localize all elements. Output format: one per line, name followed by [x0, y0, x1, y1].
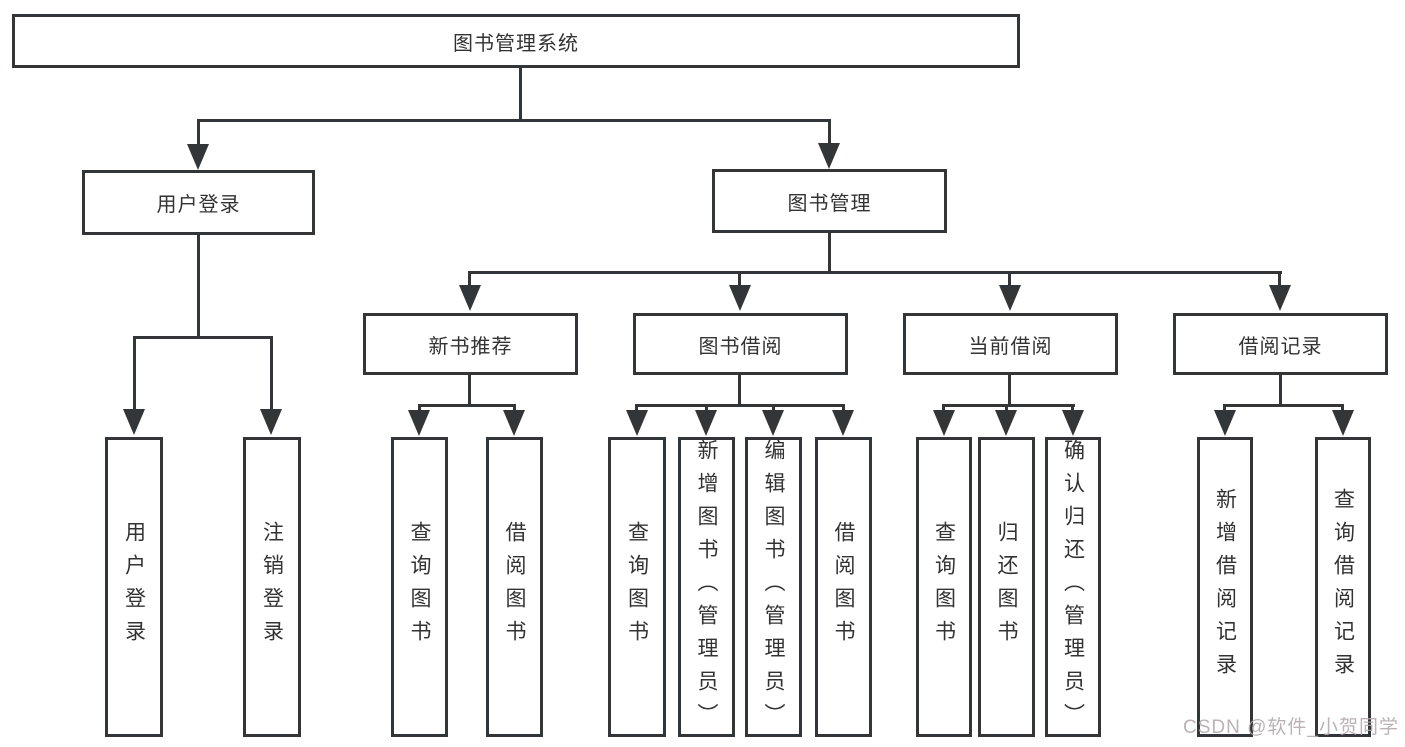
leaf-bb-edit-books-admin: 编辑图书（管理员） — [745, 437, 802, 737]
watermark: CSDN @软件_小贺同学 — [1183, 717, 1399, 738]
leaf-cb-return-books: 归还图书 — [978, 437, 1035, 737]
connector-stem — [270, 336, 273, 410]
leaf-cb-return-books-label: 归还图书 — [995, 521, 1018, 653]
connector-stem — [468, 271, 471, 287]
leaf-nb-borrow-books-label: 借阅图书 — [503, 521, 526, 653]
connector-group-trunk — [1279, 375, 1282, 406]
leaf-cb-query-books-label: 查询图书 — [932, 521, 956, 653]
leaf-br-add-borrow-record: 新增借阅记录 — [1197, 437, 1253, 737]
leaf-cb-query-books: 查询图书 — [916, 437, 972, 737]
arrow-down-icon — [999, 285, 1021, 311]
connector-stem — [1223, 404, 1226, 412]
leaf-logout-login-label: 注销登录 — [260, 521, 284, 653]
arrow-down-icon — [626, 410, 648, 436]
node-user-login-label: 用户登录 — [156, 194, 241, 216]
node-new-book-recommendation-label: 新书推荐 — [428, 335, 513, 358]
arrow-down-icon — [818, 143, 840, 169]
arrow-down-icon — [1062, 410, 1084, 436]
leaf-logout-login: 注销登录 — [243, 437, 301, 737]
connector-group-bar — [942, 404, 1075, 407]
arrow-down-icon — [832, 410, 854, 436]
arrow-down-icon — [695, 410, 717, 436]
node-book-borrowing-label: 图书借阅 — [698, 335, 783, 358]
arrow-down-icon — [503, 410, 525, 436]
connector-level2-bar — [197, 119, 831, 122]
leaf-nb-borrow-books: 借阅图书 — [486, 437, 543, 737]
arrow-down-icon — [762, 410, 784, 436]
leaf-cb-confirm-return-admin: 确认归还（管理员） — [1045, 437, 1101, 737]
node-user-login: 用户登录 — [82, 170, 315, 235]
connector-group-bar — [418, 404, 516, 407]
arrow-down-icon — [995, 410, 1017, 436]
leaf-bb-query-books-label: 查询图书 — [625, 521, 649, 653]
connector-stem — [1071, 404, 1074, 412]
leaf-br-query-borrow-record: 查询借阅记录 — [1315, 437, 1371, 737]
node-borrowing-records: 借阅记录 — [1173, 313, 1388, 375]
leaf-user-login-label: 用户登录 — [122, 521, 146, 653]
connector-group-trunk — [738, 375, 741, 406]
leaf-bb-edit-books-admin-label: 编辑图书（管理员） — [762, 438, 785, 736]
leaf-nb-query-books: 查询图书 — [391, 437, 448, 737]
arrow-down-icon — [459, 285, 481, 311]
connector-stem — [133, 336, 136, 410]
connector-stem — [513, 404, 516, 412]
connector-stem — [1341, 404, 1344, 412]
leaf-nb-query-books-label: 查询图书 — [408, 521, 431, 653]
node-current-borrowing-label: 当前借阅 — [968, 335, 1053, 358]
arrow-down-icon — [187, 144, 209, 170]
arrow-down-icon — [408, 410, 430, 436]
connector-stem — [942, 404, 945, 412]
connector-group-trunk — [1008, 375, 1011, 406]
leaf-cb-confirm-return-admin-label: 确认归还（管理员） — [1061, 438, 1085, 736]
connector-user-login-trunk — [197, 235, 200, 336]
connector-book-management-trunk — [828, 233, 831, 273]
node-root-label: 图书管理系统 — [453, 32, 579, 55]
connector-root-trunk — [519, 65, 522, 119]
leaf-br-add-borrow-record-label: 新增借阅记录 — [1213, 488, 1237, 686]
connector-stem — [1278, 271, 1281, 287]
node-book-management: 图书管理 — [712, 169, 947, 233]
arrow-down-icon — [933, 410, 955, 436]
connector-stem — [635, 404, 638, 412]
arrow-down-icon — [729, 285, 751, 311]
node-root: 图书管理系统 — [12, 14, 1020, 68]
leaf-bb-add-books-admin: 新增图书（管理员） — [678, 437, 735, 737]
connector-stem — [772, 404, 775, 412]
node-current-borrowing: 当前借阅 — [903, 313, 1118, 375]
arrow-down-icon — [1332, 410, 1354, 436]
connector-stem — [418, 404, 421, 412]
leaf-user-login: 用户登录 — [105, 437, 163, 737]
connector-stem — [197, 119, 200, 146]
node-new-book-recommendation: 新书推荐 — [363, 313, 578, 375]
leaf-bb-add-books-admin-label: 新增图书（管理员） — [695, 438, 718, 736]
connector-stem — [1008, 271, 1011, 287]
connector-stem — [1005, 404, 1008, 412]
arrow-down-icon — [1214, 410, 1236, 436]
leaf-bb-query-books: 查询图书 — [608, 437, 666, 737]
leaf-bb-borrow-books: 借阅图书 — [815, 437, 872, 737]
node-borrowing-records-label: 借阅记录 — [1238, 335, 1323, 358]
connector-stem — [705, 404, 708, 412]
connector-stem — [828, 119, 831, 146]
arrow-down-icon — [260, 409, 282, 435]
connector-stem — [842, 404, 845, 412]
arrow-down-icon — [123, 409, 145, 435]
leaf-br-query-borrow-record-label: 查询借阅记录 — [1331, 488, 1355, 686]
connector-group-bar — [635, 404, 845, 407]
connector-stem — [738, 271, 741, 287]
connector-level3-bar — [468, 271, 1282, 274]
connector-user-login-bar — [133, 336, 273, 339]
node-book-management-label: 图书管理 — [787, 192, 872, 215]
leaf-bb-borrow-books-label: 借阅图书 — [832, 521, 855, 653]
connector-group-trunk — [468, 375, 471, 406]
connector-group-bar — [1223, 404, 1344, 407]
arrow-down-icon — [1269, 285, 1291, 311]
node-book-borrowing: 图书借阅 — [633, 313, 848, 375]
